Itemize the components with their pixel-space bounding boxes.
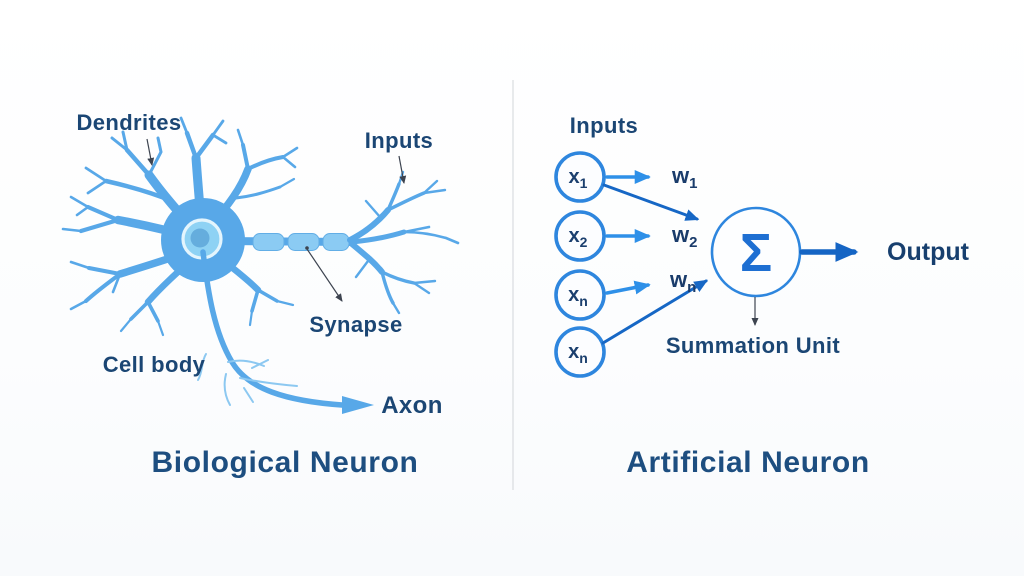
input-node-xn2 — [554, 326, 606, 378]
label-dendrites: Dendrites — [76, 110, 181, 135]
axon-terminal-branches — [347, 170, 460, 315]
synapse-pointer — [306, 248, 343, 302]
descending-axon — [197, 249, 374, 414]
axon-side-twigs — [197, 353, 298, 406]
inputs-pointer — [398, 155, 407, 184]
output-label: Output — [887, 238, 970, 266]
arrow-wn — [605, 280, 651, 295]
artificial-neuron-panel: Inputs x1 x2 xn xn w1 w2 wn — [554, 113, 970, 479]
weight-wn-label: wn — [669, 267, 696, 296]
input-node-x1 — [554, 151, 606, 203]
title-artificial-neuron: Artificial Neuron — [626, 446, 870, 479]
label-inputs-right: Inputs — [570, 113, 638, 138]
axon-arrowhead — [342, 396, 374, 414]
input-node-xn1-label: xn — [568, 284, 588, 309]
label-pointers-left — [146, 138, 407, 302]
nucleolus — [190, 228, 210, 248]
sigma-symbol: Σ — [740, 223, 772, 283]
label-synapse: Synapse — [309, 312, 402, 337]
connection-arrows — [601, 183, 709, 345]
axon-horizontal — [211, 233, 356, 251]
weight-w2-label: w2 — [671, 222, 697, 251]
title-biological-neuron: Biological Neuron — [152, 446, 419, 479]
input-node-x1-label: x1 — [569, 166, 588, 191]
input-node-x2-label: x2 — [569, 225, 588, 250]
label-inputs-left: Inputs — [365, 128, 433, 153]
weight-arrows — [605, 170, 651, 295]
label-cell-body: Cell body — [103, 352, 206, 377]
input-node-xn1 — [554, 269, 606, 321]
arrow-x1-to-sum — [602, 183, 700, 221]
input-node-x2 — [554, 210, 606, 262]
input-nodes: x1 x2 xn xn — [554, 151, 606, 378]
label-summation-unit: Summation Unit — [666, 333, 841, 358]
synapse-pointer-dot — [305, 246, 309, 250]
summation-unit: Σ — [710, 206, 802, 298]
weight-w1-label: w1 — [671, 163, 697, 192]
biological-neuron-panel: Dendrites Inputs Synapse Cell body Axon … — [61, 110, 460, 479]
myelin-sheath — [252, 233, 350, 251]
label-axon: Axon — [381, 392, 443, 419]
arrow-xn-to-sum — [601, 279, 709, 345]
input-node-xn2-label: xn — [568, 341, 588, 366]
cell-body-shape — [161, 198, 245, 282]
dendrites-pointer — [146, 138, 155, 166]
